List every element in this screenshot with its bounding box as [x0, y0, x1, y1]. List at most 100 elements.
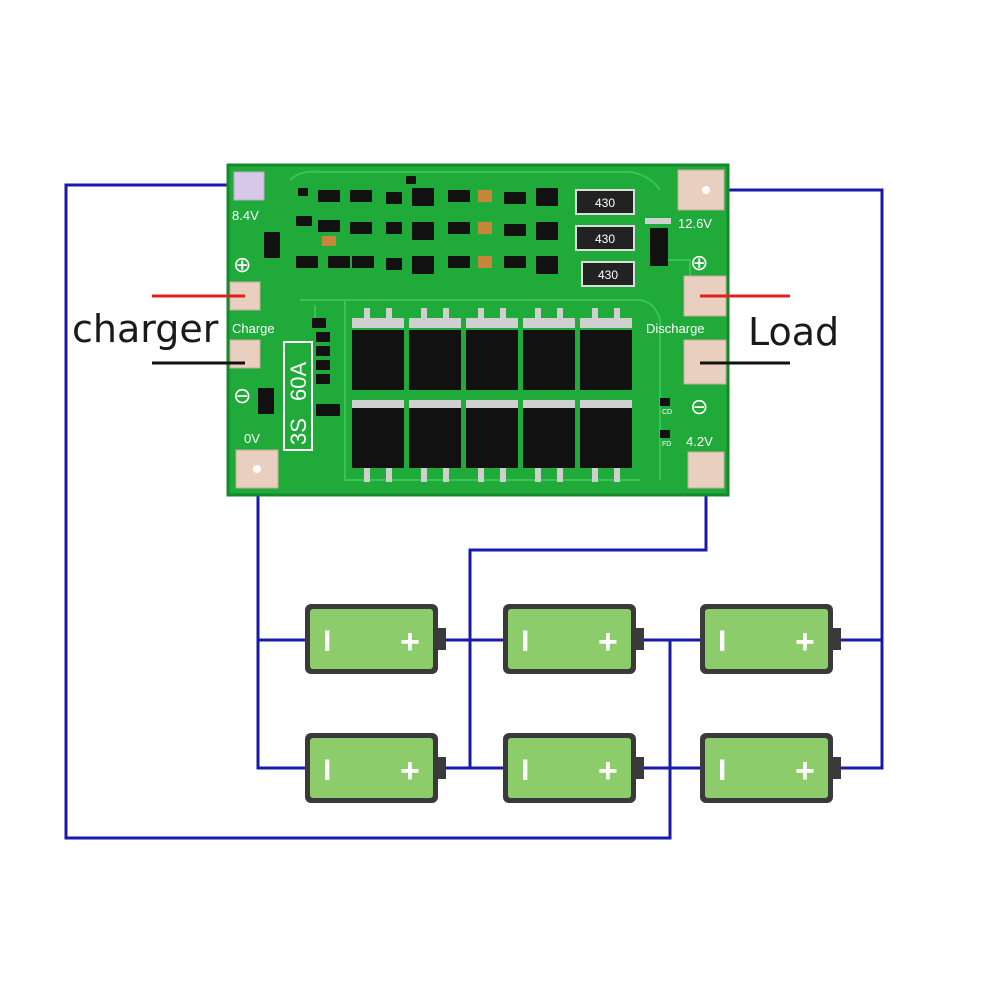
battery-plus-sign: +	[598, 752, 618, 790]
battery-terminal	[636, 628, 644, 650]
battery-plus-sign: +	[598, 623, 618, 661]
wire-12v6	[705, 188, 884, 770]
pad-8v4	[233, 171, 265, 201]
external-leads: charger Load	[72, 294, 839, 365]
smd-row-2	[296, 216, 558, 246]
mosfet-bottom-3	[466, 408, 518, 468]
mosfet-bottom-tab-5	[580, 400, 632, 408]
battery-plus-sign: +	[400, 752, 420, 790]
resistor-2-label: 430	[595, 232, 615, 246]
battery-minus-sign: I	[521, 754, 529, 787]
resistor-1-label: 430	[595, 196, 615, 210]
charger-label: charger	[72, 307, 219, 351]
battery-cell	[705, 738, 828, 798]
fd-label: FD	[662, 441, 671, 448]
mosfet-top-tab-5	[580, 318, 632, 328]
mosfet-bottom-leg-b-3	[500, 468, 506, 482]
mosfet-bottom-leg-3	[478, 468, 484, 482]
pad-4v2	[687, 451, 725, 489]
mosfet-top-tab-1	[352, 318, 404, 328]
minus-symbol-left: ⊖	[233, 383, 251, 408]
resistor-2	[575, 225, 635, 251]
battery-4: I+	[305, 733, 446, 803]
battery-6: I+	[700, 733, 841, 803]
mosfet-bottom-5	[580, 408, 632, 468]
mosfet-bottom-2	[409, 408, 461, 468]
battery-minus-sign: I	[718, 625, 726, 658]
resistor-1	[575, 189, 635, 215]
mosfet-top-leg-b-5	[614, 308, 620, 322]
cd-label: CD	[662, 409, 672, 416]
mosfet-top-leg-b-4	[557, 308, 563, 322]
discharge-label: Discharge	[646, 321, 705, 336]
mosfet-top-2	[409, 330, 461, 390]
mosfet-top-4	[523, 330, 575, 390]
model-60a: 60A	[286, 362, 311, 401]
pcb-edge	[226, 163, 730, 497]
wire-8v4	[64, 183, 672, 840]
battery-minus-sign: I	[521, 625, 529, 658]
mosfet-bottom-leg-1	[364, 468, 370, 482]
mosfet-top-leg-b-1	[386, 308, 392, 322]
model-3s: 3S	[286, 418, 311, 445]
smd-row-3	[264, 232, 558, 274]
mosfet-top-3	[466, 330, 518, 390]
pad-12v6	[677, 169, 725, 211]
smd-components	[258, 176, 671, 438]
mosfet-bottom-tab-3	[466, 400, 518, 408]
mosfet-top-tab-2	[409, 318, 461, 328]
battery-cell	[310, 738, 433, 798]
battery-cell	[705, 609, 828, 669]
battery-minus-sign: I	[323, 754, 331, 787]
battery-2: I+	[503, 604, 644, 674]
battery-1: I+	[305, 604, 446, 674]
mosfet-top-leg-2	[421, 308, 427, 322]
mosfet-top-leg-5	[592, 308, 598, 322]
battery-terminal	[438, 757, 446, 779]
mosfet-top-5	[580, 330, 632, 390]
resistor-3-label: 430	[598, 268, 618, 282]
mosfet-top-1	[352, 330, 404, 390]
battery-plus-sign: +	[400, 623, 420, 661]
bms-board: 430 430 430 8.4V 12.6V Charge Discharge …	[226, 163, 730, 497]
plus-symbol-right: ⊕	[690, 250, 708, 275]
resistor-3	[581, 261, 635, 287]
plus-symbol-left: ⊕	[233, 252, 251, 277]
battery-plus-sign: +	[795, 752, 815, 790]
mosfet-bottom-tab-4	[523, 400, 575, 408]
battery-3: I+	[700, 604, 841, 674]
mosfet-bottom-leg-b-4	[557, 468, 563, 482]
diode	[650, 228, 668, 266]
mosfet-bottom-tab-2	[409, 400, 461, 408]
mosfet-bottom-leg-b-5	[614, 468, 620, 482]
pad-4v2-label: 4.2V	[686, 434, 713, 449]
smd-row-1	[298, 188, 558, 206]
wire-4v2	[468, 470, 708, 768]
mosfet-bottom-1	[352, 408, 404, 468]
mosfet-bottom-leg-b-2	[443, 468, 449, 482]
pad-8v4-label: 8.4V	[232, 208, 259, 223]
mosfet-top-tab-3	[466, 318, 518, 328]
battery-cell	[508, 609, 631, 669]
mosfet-bottom-leg-2	[421, 468, 427, 482]
mosfet-top-leg-b-3	[500, 308, 506, 322]
shunt-resistors: 430 430 430	[575, 189, 635, 287]
pad-0v-hole	[253, 465, 261, 473]
battery-terminal	[438, 628, 446, 650]
minus-symbol-right: ⊖	[690, 394, 708, 419]
pad-12v6-hole	[702, 186, 710, 194]
pad-0v-label: 0V	[244, 431, 260, 446]
battery-terminal	[833, 628, 841, 650]
load-label: Load	[748, 310, 839, 354]
mosfet-top-leg-1	[364, 308, 370, 322]
mosfet-array	[352, 308, 632, 482]
battery-pack: I+I+I+I+I+I+	[305, 604, 841, 803]
mosfet-bottom-tab-1	[352, 400, 404, 408]
model-label: 3S 60A	[283, 341, 313, 451]
battery-5: I+	[503, 733, 644, 803]
mosfet-bottom-leg-5	[592, 468, 598, 482]
wire-0v	[256, 465, 305, 770]
battery-minus-sign: I	[718, 754, 726, 787]
mosfet-top-leg-4	[535, 308, 541, 322]
